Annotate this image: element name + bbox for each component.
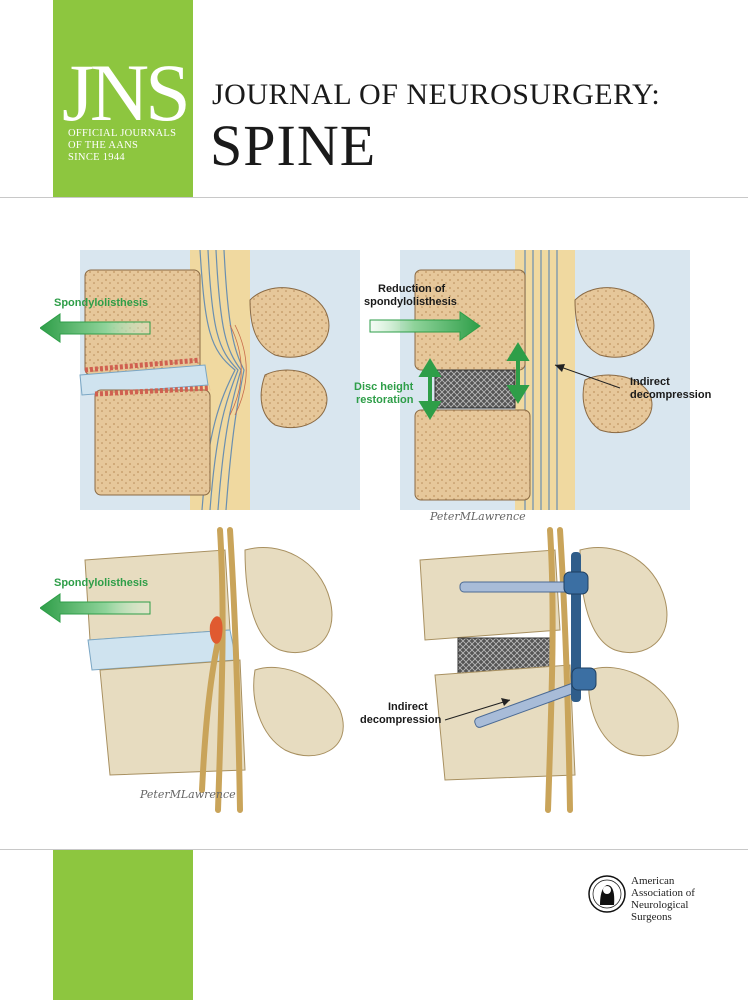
header-divider — [0, 197, 748, 198]
artist-signature-2: PeterMLawrence — [139, 788, 236, 801]
cover-illustration: Spondylolisthesis PeterMLawrence — [40, 249, 715, 813]
panel-top-left — [40, 249, 360, 511]
aans-name: American Association of Neurological Sur… — [631, 875, 695, 923]
jns-subtitle-line: OF THE AANS — [68, 140, 139, 151]
label-indirect-bottom-line2: decompression — [360, 714, 442, 726]
brand-band-bottom — [53, 850, 193, 1000]
label-reduction-line1: Reduction of — [378, 283, 446, 295]
label-disc-line1: Disc height — [354, 381, 414, 393]
panel-bottom-left: PeterMLawrence — [40, 527, 370, 813]
brand-band-top — [53, 0, 193, 197]
jns-subtitle-line: SINCE 1944 — [68, 152, 125, 163]
artist-signature: PeterMLawrence — [429, 510, 526, 523]
label-indirect-bottom-line1: Indirect — [388, 701, 428, 713]
jns-subtitle-line: OFFICIAL JOURNALS — [68, 128, 177, 139]
label-reduction-line2: spondylolisthesis — [364, 296, 457, 308]
label-spondylolisthesis-top: Spondylolisthesis — [54, 297, 148, 309]
label-indirect-top-line2: decompression — [630, 389, 712, 401]
jns-logo-letters: JNS — [62, 47, 191, 138]
aans-seal-icon — [588, 875, 626, 913]
label-indirect-top-line1: Indirect — [630, 376, 670, 388]
panel-bottom-right — [415, 527, 715, 813]
aans-name-line: Surgeons — [631, 911, 672, 923]
panel-top-right: PeterMLawrence — [369, 250, 690, 523]
label-spondylolisthesis-bottom: Spondylolisthesis — [54, 577, 148, 589]
aans-name-line: Neurological — [631, 899, 689, 911]
journal-subtitle: SPINE — [210, 113, 377, 178]
jns-logo-subtitle: OFFICIAL JOURNALS OF THE AANS SINCE 1944 — [68, 128, 190, 164]
aans-logo: American Association of Neurological Sur… — [588, 875, 728, 935]
footer-divider — [0, 849, 748, 850]
label-disc-line2: restoration — [356, 394, 414, 406]
journal-title: JOURNAL OF NEUROSURGERY: — [212, 78, 661, 111]
aans-name-line: Association of — [631, 887, 695, 899]
jns-logo: JNS OFFICIAL JOURNALS OF THE AANS SINCE … — [62, 47, 191, 164]
aans-name-line: American — [631, 875, 675, 887]
